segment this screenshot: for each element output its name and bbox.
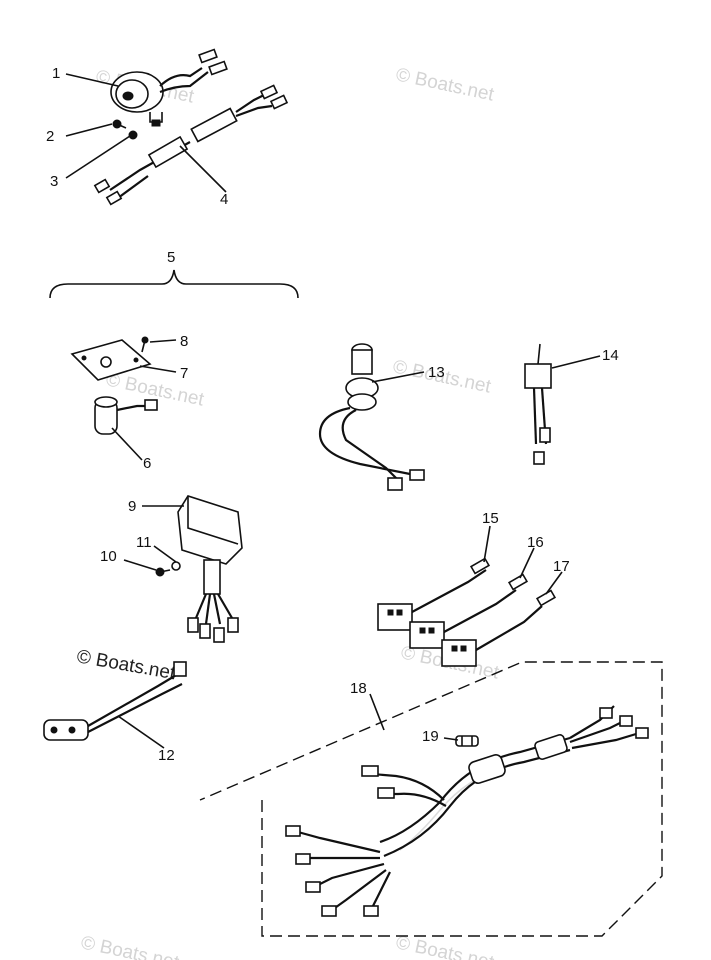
watermark: © Boats.net <box>79 932 181 960</box>
leader-lines <box>65 73 601 749</box>
callout-6: 6 <box>143 455 151 472</box>
part-10-bolt <box>155 567 171 577</box>
part-6-switch-body <box>94 396 158 435</box>
callout-16: 16 <box>527 534 544 551</box>
callout-11: 11 <box>136 534 152 551</box>
callout-17: 17 <box>553 558 570 575</box>
part-17-connector <box>441 589 557 667</box>
callout-15: 15 <box>482 510 499 527</box>
callout-3: 3 <box>50 173 58 190</box>
callout-1: 1 <box>52 65 60 82</box>
part-16-connector <box>409 573 529 649</box>
callout-4: 4 <box>220 191 228 208</box>
callout-9: 9 <box>128 498 136 515</box>
part-13-key-switch <box>318 343 425 491</box>
callout-10: 10 <box>100 548 117 565</box>
callout-labels: 1 2 3 4 5 6 7 8 9 10 11 12 13 14 15 16 1… <box>46 65 619 764</box>
callout-8: 8 <box>180 333 188 350</box>
part-8-screw <box>141 336 149 353</box>
callout-12: 12 <box>158 747 175 764</box>
group-bracket-5 <box>49 269 299 299</box>
watermark: © Boats.net <box>394 64 496 105</box>
callout-18: 18 <box>350 680 367 697</box>
part-18-main-harness <box>285 705 649 917</box>
part-11-washer <box>171 561 181 571</box>
watermark-dark: © Boats.net <box>75 646 177 684</box>
part-7-plate <box>70 339 152 381</box>
callout-7: 7 <box>180 365 188 382</box>
part-15-connector <box>377 557 491 631</box>
callout-5: 5 <box>167 249 175 266</box>
callout-19: 19 <box>422 728 439 745</box>
part-4-lead-wire <box>93 84 289 206</box>
part-14-toggle-switch <box>524 343 552 465</box>
harness-outline-18 <box>199 661 663 937</box>
part-2-screw <box>112 119 127 129</box>
callout-13: 13 <box>428 364 445 381</box>
callout-2: 2 <box>46 128 54 145</box>
part-3-washer <box>128 130 138 140</box>
part-1-gauge <box>110 48 228 127</box>
callout-14: 14 <box>602 347 619 364</box>
part-12-cable <box>43 661 187 741</box>
watermark: © Boats.net <box>394 932 496 960</box>
part-9-switch-box <box>177 495 243 643</box>
part-19-fuse <box>455 735 479 747</box>
